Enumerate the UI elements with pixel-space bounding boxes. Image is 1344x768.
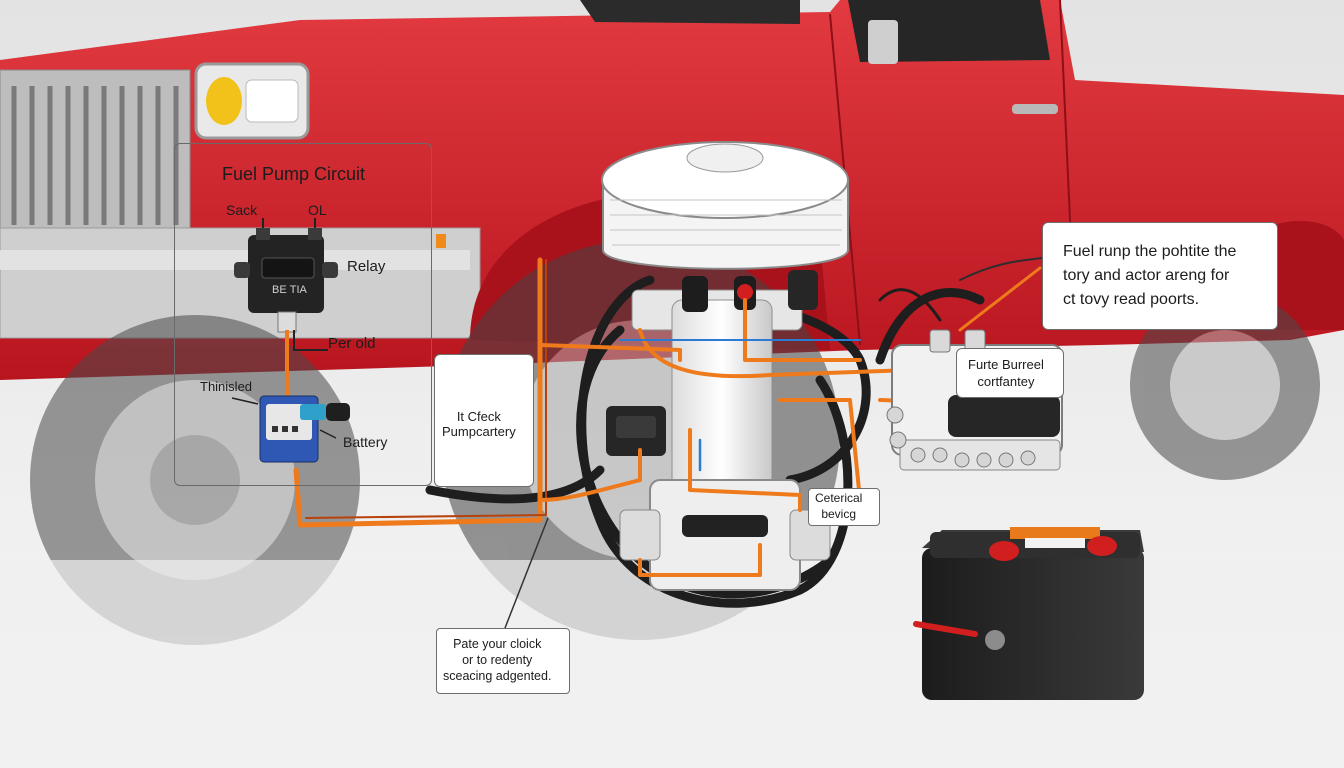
callout-pointer-line — [504, 517, 549, 629]
label-per-old: Per old — [328, 335, 376, 352]
ceterical-text: Ceterical bevicg — [815, 491, 863, 521]
ceterical-callout — [808, 488, 880, 526]
fuel-rump-text: Fuel runp the pohtite the tory and actor… — [1063, 243, 1237, 308]
furte-burreel-text: Furte Burreel cortfantey — [968, 357, 1044, 389]
circuit-panel-drawing — [231, 218, 350, 463]
furte-burreel-callout — [956, 348, 1064, 398]
check-pump-text: It Cfeck Pumpcartery — [442, 409, 516, 439]
relay-label: Relay — [347, 258, 386, 275]
fuel-pump-assembly — [601, 141, 849, 591]
label-ol: OL — [308, 202, 327, 218]
label-sack: Sack — [226, 202, 258, 218]
battery-label: Battery — [343, 434, 388, 450]
orange-wires — [293, 257, 1043, 577]
fuel-rump-callout — [1042, 222, 1278, 330]
car-battery — [913, 527, 1144, 700]
circuit-panel-title: Fuel Pump Circuit — [222, 164, 366, 184]
label-thinisled: Thinisled — [200, 379, 253, 394]
pate-your-callout — [436, 628, 570, 694]
fuel-pump-circuit-panel — [174, 143, 432, 486]
relay-face-label: ВЕ ТІА — [272, 284, 307, 296]
pate-your-text: Pate your cloick or to redenty sceacing … — [443, 637, 552, 683]
check-pump-callout — [434, 354, 534, 487]
